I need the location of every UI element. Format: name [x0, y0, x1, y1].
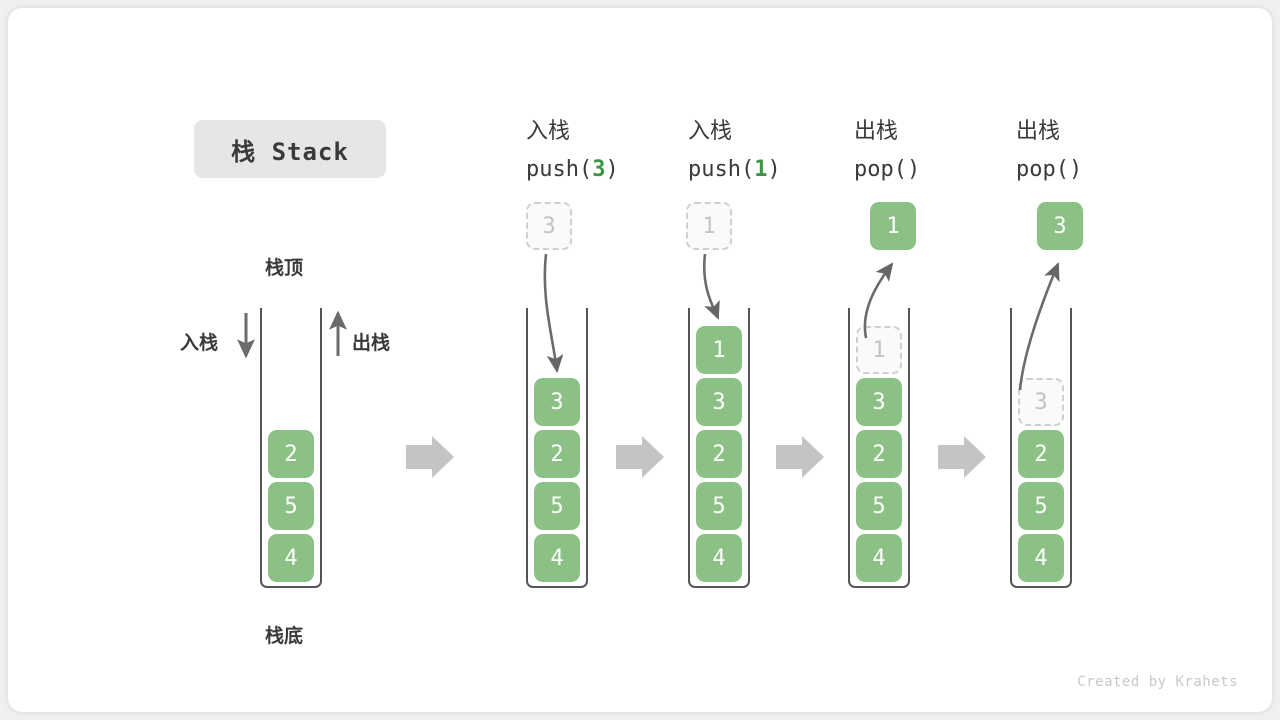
stack-cell: 2 [534, 430, 580, 478]
step-label-push-3: 入栈 push(3) [526, 113, 619, 189]
stack-bottom-label: 栈底 [265, 626, 304, 647]
stack-cell: 2 [696, 430, 742, 478]
flow-arrow [616, 436, 664, 478]
stack-cell-ghost: 3 [1018, 378, 1064, 426]
page-title: 栈 Stack [194, 120, 386, 178]
stack-cell: 4 [268, 534, 314, 582]
floating-element-push-1: 1 [686, 202, 732, 250]
stack-cells-pop-1: 1 3 2 5 4 [850, 322, 908, 582]
stack-cells-push-3: 3 2 5 4 [528, 374, 586, 582]
code-arg: 1 [754, 157, 768, 182]
diagram-card: 栈 Stack 栈顶 栈底 入栈 出栈 2 5 4 入栈 push(3) 3 3… [8, 8, 1272, 712]
step-label-code: pop() [1016, 151, 1082, 189]
code-suffix: ) [605, 157, 619, 182]
floating-element-pop-3: 3 [1037, 202, 1083, 250]
stack-cell: 4 [696, 534, 742, 582]
flow-arrow [938, 436, 986, 478]
stack-container-pop-1: 1 3 2 5 4 [848, 308, 910, 588]
step-label-cn: 入栈 [688, 119, 733, 144]
step-label-pop-3: 出栈 pop() [1016, 113, 1082, 189]
code-prefix: push( [526, 157, 593, 182]
step-label-code: push(1) [688, 151, 781, 189]
floating-element-pop-1: 1 [870, 202, 916, 250]
stack-cell: 5 [696, 482, 742, 530]
code-prefix: pop( [1016, 157, 1069, 182]
arrow-overlay [237, 253, 1060, 478]
stack-cell: 5 [268, 482, 314, 530]
stack-cell: 4 [856, 534, 902, 582]
stack-cell-ghost: 1 [856, 326, 902, 374]
code-arg: 3 [592, 157, 606, 182]
stack-cells-initial: 2 5 4 [262, 426, 320, 582]
flow-arrow [406, 436, 454, 478]
code-suffix: ) [906, 157, 921, 182]
credit-text: Created by Krahets [1077, 674, 1238, 690]
stack-cell: 1 [696, 326, 742, 374]
stack-cell: 5 [856, 482, 902, 530]
stack-container-initial: 2 5 4 [260, 308, 322, 588]
step-label-cn: 出栈 [854, 119, 899, 144]
stack-cell: 4 [534, 534, 580, 582]
step-label-push-1: 入栈 push(1) [688, 113, 781, 189]
stack-container-push-3: 3 2 5 4 [526, 308, 588, 588]
stack-cell: 2 [856, 430, 902, 478]
stack-cell: 3 [696, 378, 742, 426]
code-suffix: ) [767, 157, 781, 182]
push-side-label: 入栈 [180, 333, 219, 354]
step-label-code: push(3) [526, 151, 619, 189]
step-label-cn: 出栈 [1016, 119, 1061, 144]
step-label-cn: 入栈 [526, 119, 571, 144]
stack-cell: 5 [534, 482, 580, 530]
stack-cell: 3 [856, 378, 902, 426]
floating-element-push-3: 3 [526, 202, 572, 250]
stack-cell: 2 [1018, 430, 1064, 478]
pop-side-label: 出栈 [352, 333, 391, 354]
stack-cell: 2 [268, 430, 314, 478]
stack-cell: 4 [1018, 534, 1064, 582]
stack-container-push-1: 1 3 2 5 4 [688, 308, 750, 588]
stack-container-pop-3: 3 2 5 4 [1010, 308, 1072, 588]
code-suffix: ) [1068, 157, 1083, 182]
code-prefix: pop( [854, 157, 907, 182]
step-label-code: pop() [854, 151, 920, 189]
stack-top-label: 栈顶 [265, 258, 304, 279]
stack-cells-push-1: 1 3 2 5 4 [690, 322, 748, 582]
step-label-pop-1: 出栈 pop() [854, 113, 920, 189]
code-prefix: push( [688, 157, 755, 182]
stack-cell: 5 [1018, 482, 1064, 530]
stack-cells-pop-3: 3 2 5 4 [1012, 374, 1070, 582]
flow-arrow [776, 436, 824, 478]
stack-cell: 3 [534, 378, 580, 426]
